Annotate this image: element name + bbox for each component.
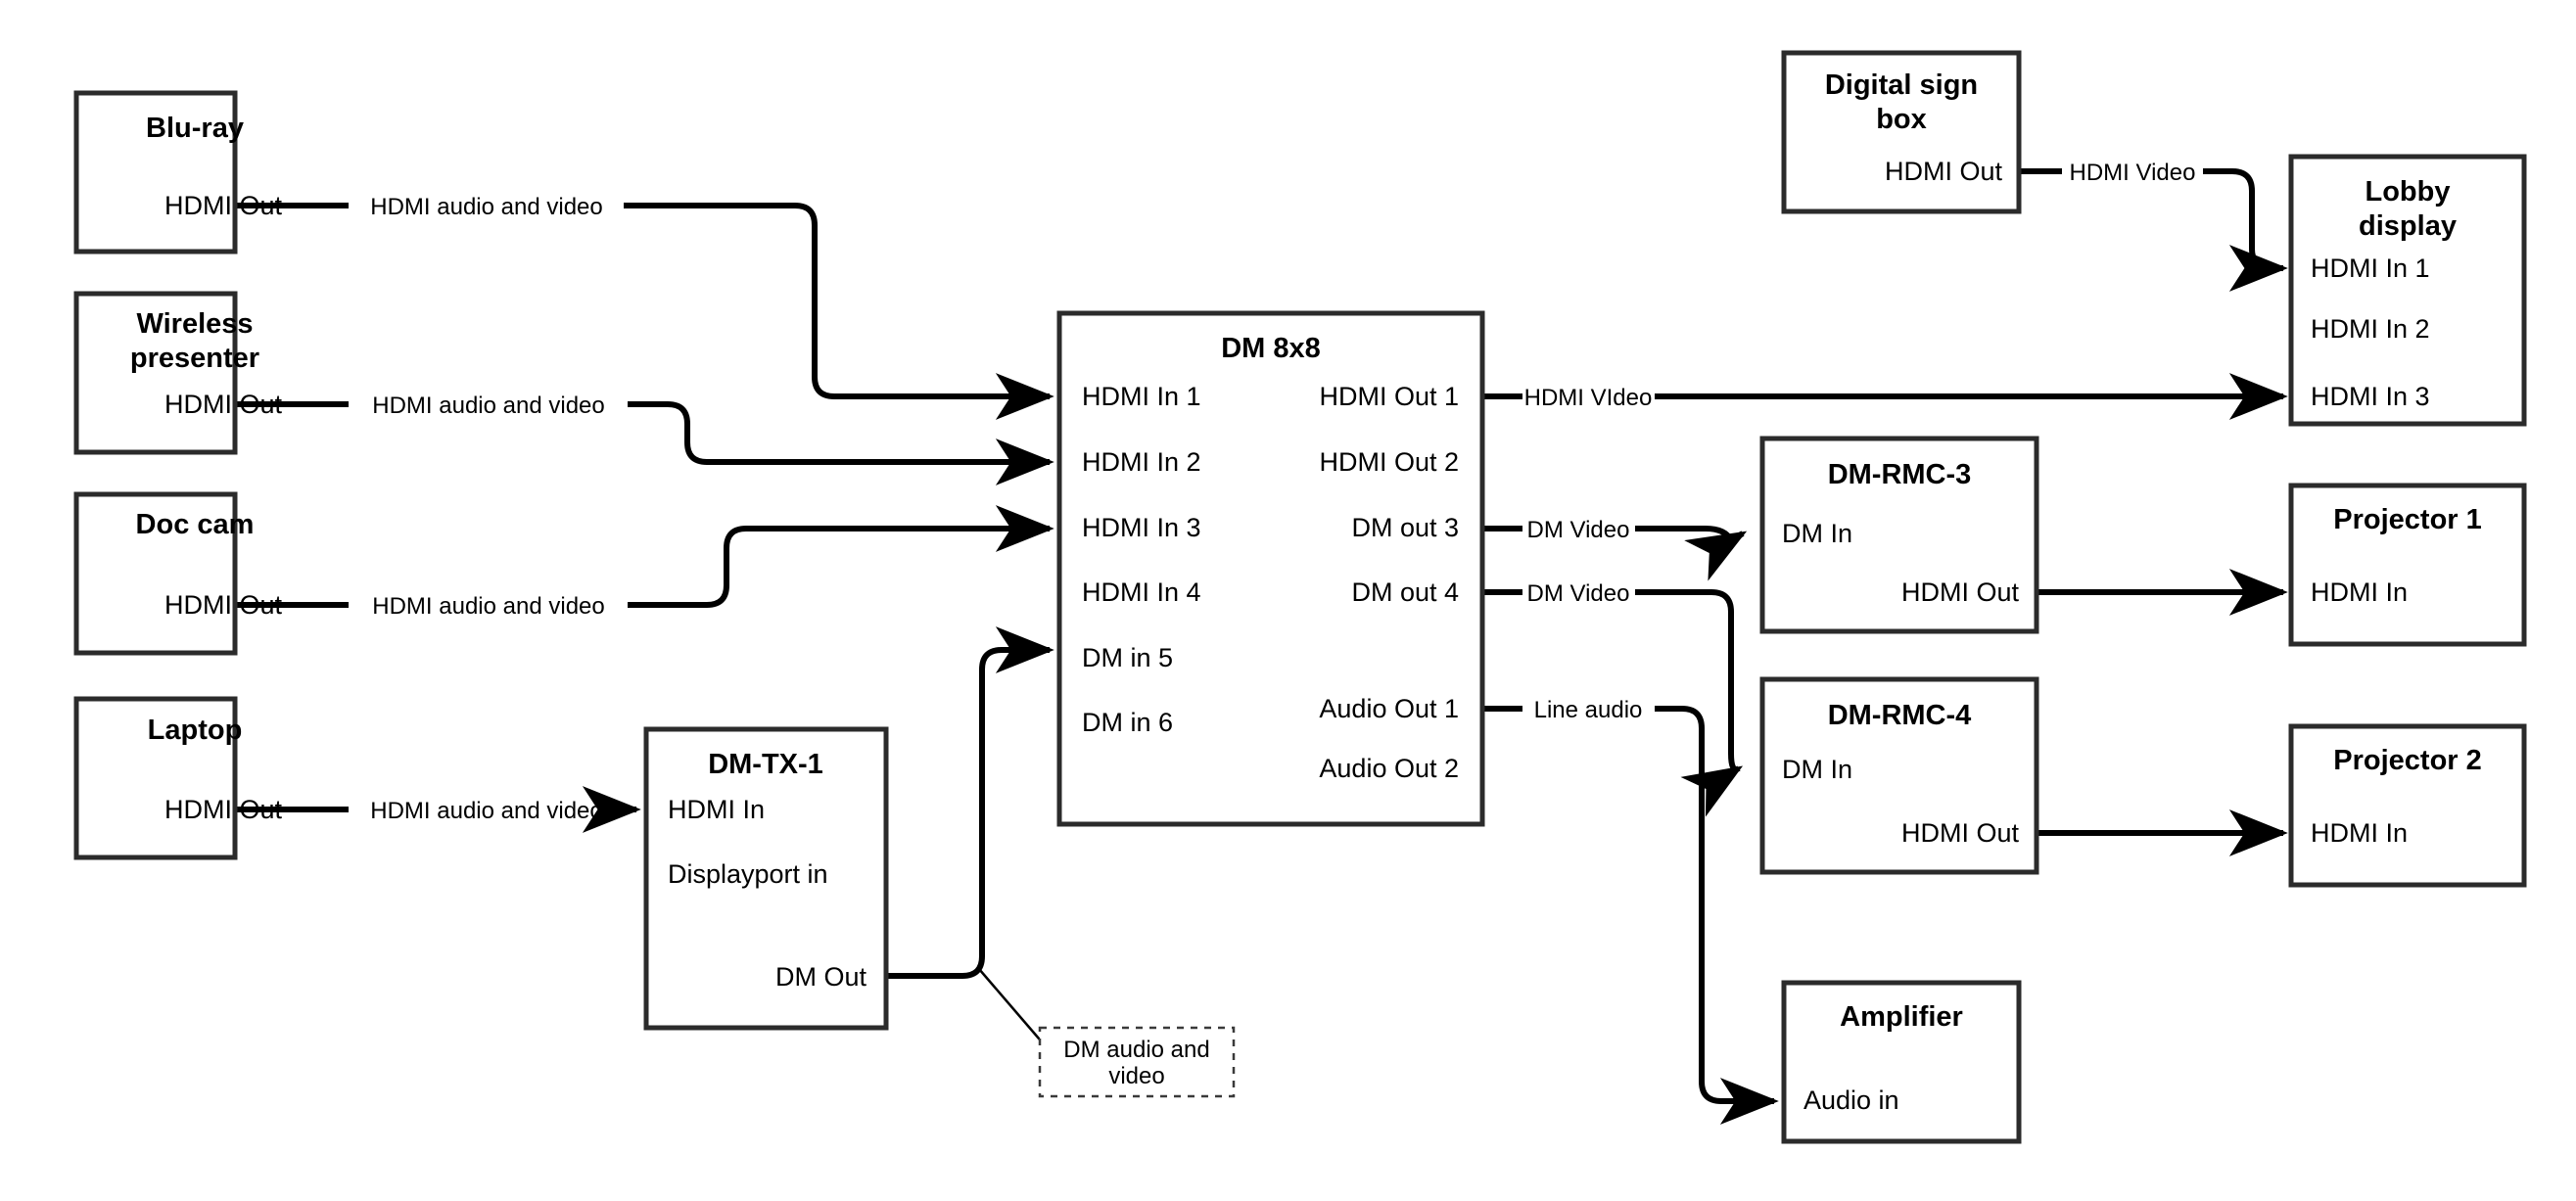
projector-1-title: Projector 1 [2333,504,2482,535]
wire-label-dmout4: DM Video [1527,580,1630,607]
dm-rmc-4-port-hdmi-out: HDMI Out [1901,818,2020,848]
wire-bluray-to-dm8x8-in1: HDMI audio and video [235,194,1054,420]
projector-2-title: Projector 2 [2333,745,2482,776]
wire-label-audioout1: Line audio [1534,697,1643,723]
node-laptop[interactable]: Laptop HDMI Out [73,696,283,860]
lobby-display-port-hdmi-in-1: HDMI In 1 [2311,254,2430,283]
node-dm-8x8[interactable]: DM 8x8 HDMI In 1 HDMI In 2 HDMI In 3 HDM… [1056,310,1485,827]
projector-2-box[interactable] [2288,723,2527,888]
dm-8x8-input-dm-in-5: DM in 5 [1082,643,1173,672]
projector-1-box[interactable] [2288,483,2527,647]
digital-sign-port-hdmi-out: HDMI Out [1885,157,2003,186]
wire-doccam-to-dm8x8-in3: HDMI audio and video [235,505,1054,620]
dm-tx-1-port-dm-out: DM Out [775,962,867,992]
node-digital-sign-box[interactable]: Digital sign box HDMI Out [1781,50,2022,214]
node-projector-1[interactable]: Projector 1 HDMI In [2288,483,2527,647]
dm-8x8-output-hdmi-out-2: HDMI Out 2 [1319,447,1459,477]
amplifier-title: Amplifier [1840,1001,1963,1033]
wire-dm8x8-audioout1-to-amplifier: Line audio [1482,697,1779,1125]
wire-label-laptop: HDMI audio and video [370,798,602,824]
dm-8x8-input-hdmi-in-1: HDMI In 1 [1082,382,1201,411]
dm-rmc-4-box[interactable] [1759,676,2039,875]
dm-audio-video-note-box [1038,1026,1236,1098]
bluray-title: Blu-ray [146,113,244,144]
dm-8x8-output-hdmi-out-1: HDMI Out 1 [1319,382,1459,411]
digital-sign-box[interactable] [1781,50,2022,214]
projector-1-port-hdmi-in: HDMI In [2311,577,2408,607]
wire-label-digitalsign: HDMI Video [2070,160,2196,186]
dm-rmc-4-title: DM-RMC-4 [1828,700,1972,731]
dm-tx-1-box[interactable] [643,726,889,1031]
doc-cam-title: Doc cam [136,509,255,540]
dm-8x8-output-audio-out-1: Audio Out 1 [1319,694,1459,723]
node-amplifier[interactable]: Amplifier Audio in [1781,980,2022,1144]
node-dm-rmc-4[interactable]: DM-RMC-4 DM In HDMI Out [1759,676,2039,875]
digital-sign-title-line2: box [1876,104,1927,135]
node-wireless-presenter[interactable]: Wireless presenter HDMI Out [73,291,283,455]
node-dm-rmc-3[interactable]: DM-RMC-3 DM In HDMI Out [1759,436,2039,634]
wire-dm8x8-dmout3-to-dmrmc3: DM Video [1482,517,1748,581]
node-projector-2[interactable]: Projector 2 HDMI In [2288,723,2527,888]
wire-dm8x8-hdmiout1-to-lobby-in3: HDMI VIdeo [1482,373,2288,420]
wire-dm8x8-dmout4-to-dmrmc4: DM Video [1482,580,1744,817]
digital-sign-title-line1: Digital sign [1825,69,1978,101]
dm-8x8-output-dm-out-3: DM out 3 [1351,513,1459,542]
dm-8x8-title: DM 8x8 [1221,333,1321,364]
wire-digitalsign-to-lobby-in1: HDMI Video [2019,160,2288,292]
lobby-display-title-line1: Lobby [2365,176,2451,208]
dm-tx-1-title: DM-TX-1 [708,749,823,780]
dm-rmc-3-box[interactable] [1759,436,2039,634]
wire-label-bluray: HDMI audio and video [370,194,602,220]
wire-label-dmout3: DM Video [1527,517,1630,543]
dm-tx-1-port-hdmi-in: HDMI In [668,795,765,824]
leader-dm-audio-video-note [978,968,1052,1053]
projector-2-port-hdmi-in: HDMI In [2311,818,2408,848]
dm-8x8-box[interactable] [1056,310,1485,827]
laptop-title: Laptop [148,715,243,746]
lobby-display-port-hdmi-in-3: HDMI In 3 [2311,382,2430,411]
node-dm-tx-1[interactable]: DM-TX-1 HDMI In Displayport in DM Out [643,726,889,1031]
dm-rmc-3-port-hdmi-out: HDMI Out [1901,577,2020,607]
dm-8x8-output-audio-out-2: Audio Out 2 [1319,754,1459,783]
node-bluray[interactable]: Blu-ray HDMI Out [73,90,283,254]
dm-8x8-input-hdmi-in-4: HDMI In 4 [1082,577,1201,607]
dm-audio-video-note-line2: video [1108,1063,1164,1089]
wire-label-wireless: HDMI audio and video [372,393,604,419]
dm-8x8-input-dm-in-6: DM in 6 [1082,708,1173,737]
doc-cam-box[interactable] [73,491,238,656]
wireless-presenter-title-line1: Wireless [136,308,253,340]
node-lobby-display[interactable]: Lobby display HDMI In 1 HDMI In 2 HDMI I… [2288,154,2527,427]
wire-label-hdmiout1: HDMI VIdeo [1524,385,1653,411]
lobby-display-box[interactable] [2288,154,2527,427]
lobby-display-title-line2: display [2359,210,2457,242]
dm-8x8-input-hdmi-in-2: HDMI In 2 [1082,447,1201,477]
wire-wireless-to-dm8x8-in2: HDMI audio and video [235,393,1054,485]
wire-laptop-to-dmtx1: HDMI audio and video [235,786,641,833]
dm-rmc-4-port-dm-in: DM In [1782,755,1852,784]
laptop-port-hdmi-out: HDMI Out [164,795,283,824]
bluray-port-hdmi-out: HDMI Out [164,191,283,220]
wireless-presenter-title-line2: presenter [130,343,259,374]
note-dm-audio-and-video: DM audio and video [1038,1026,1236,1098]
wire-dmtx1-to-dm8x8-dmin5 [886,626,1054,979]
dm-8x8-input-hdmi-in-3: HDMI In 3 [1082,513,1201,542]
node-doc-cam[interactable]: Doc cam HDMI Out [73,491,283,656]
lobby-display-port-hdmi-in-2: HDMI In 2 [2311,314,2430,344]
amplifier-box[interactable] [1781,980,2022,1144]
wire-label-doccam: HDMI audio and video [372,593,604,620]
dm-audio-video-note-line1: DM audio and [1063,1037,1209,1063]
dm-8x8-output-dm-out-4: DM out 4 [1351,577,1459,607]
doc-cam-port-hdmi-out: HDMI Out [164,590,283,620]
dm-rmc-3-port-dm-in: DM In [1782,519,1852,548]
dm-rmc-3-title: DM-RMC-3 [1828,459,1972,490]
wireless-presenter-port-hdmi-out: HDMI Out [164,390,283,419]
bluray-box[interactable] [73,90,238,254]
dm-tx-1-port-displayport-in: Displayport in [668,859,828,889]
amplifier-port-audio-in: Audio in [1803,1086,1899,1115]
laptop-box[interactable] [73,696,238,860]
wireless-presenter-box[interactable] [73,291,238,455]
